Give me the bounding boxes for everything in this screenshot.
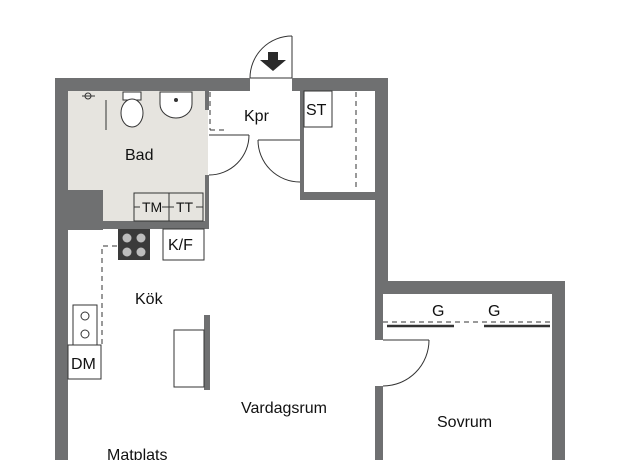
label-kok: Kök [135,291,164,308]
stove-icon [118,229,150,260]
label-kpr: Kpr [244,108,270,125]
toilet-icon [120,91,144,128]
bathroom-door [208,134,250,176]
entrance-arrow-icon [260,52,286,71]
kf-box [162,228,205,261]
st-cabinet [303,90,333,128]
label-matplats: Matplats [107,447,167,460]
label-kf: K/F [168,237,193,254]
label-dm: DM [71,356,96,373]
label-tt: TT [176,199,194,215]
label-bad: Bad [125,147,153,164]
hall-door [257,139,301,183]
label-g-right: G [488,303,500,320]
shower-icon [82,92,107,130]
dm-box [67,344,102,380]
label-vardagsrum: Vardagsrum [241,400,327,417]
sink-icon [72,304,98,346]
label-g-left: G [432,303,444,320]
island-outline [173,329,205,388]
washbasin-icon [159,91,193,119]
label-sovrum: Sovrum [437,414,492,431]
bedroom-door [382,339,430,387]
entrance-door [249,35,293,79]
walls [55,78,565,460]
label-st: ST [306,102,327,119]
label-tm: TM [142,199,162,215]
